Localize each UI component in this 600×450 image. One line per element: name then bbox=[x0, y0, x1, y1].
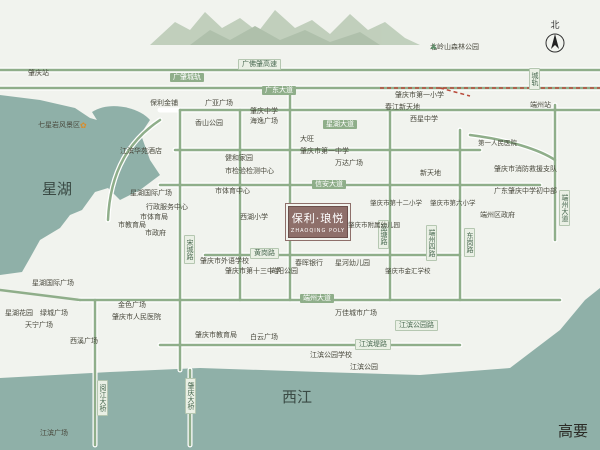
road-duanzhou-v: 端州大道 bbox=[559, 190, 570, 226]
river-label: 西江 bbox=[282, 388, 313, 406]
poi-jiangbin-yuan: 江滨公园 bbox=[350, 363, 378, 371]
road-jiangbin: 江滨堤路 bbox=[355, 339, 391, 350]
road-xijiang-bridge: 阅江大桥 bbox=[97, 380, 108, 416]
poi-shi-jiaoyu: 市教育局 bbox=[118, 221, 146, 229]
project-marker[interactable]: 保利·琅悦 ZHAOQING POLY bbox=[288, 206, 348, 238]
poi-middle-school: 肇庆中学 bbox=[250, 107, 278, 115]
poi-tax-center: 行政服务中心 bbox=[146, 203, 188, 211]
zhaoqing-station: 肇庆站 bbox=[28, 69, 49, 77]
poi-xintiandi: 新天地 bbox=[420, 169, 441, 177]
poi-dinghu-park: ♣ 北岭山森林公园 bbox=[430, 43, 479, 52]
duanzhou-station: 端州站 bbox=[530, 101, 551, 109]
poi-lvcheng: 绿城广场 bbox=[40, 309, 68, 317]
project-name: 保利·琅悦 bbox=[291, 212, 345, 225]
poi-school-middle-13: 肇庆市第十三中学 bbox=[225, 267, 281, 275]
gaoyao-label: 高要 bbox=[558, 422, 589, 440]
road-songcheng: 宋城路 bbox=[184, 235, 195, 264]
poi-first-middle: 肇庆市第一中学 bbox=[300, 147, 349, 155]
poi-jinse: 金色广场 bbox=[118, 301, 146, 309]
poi-fire: 肇庆市消防救援支队 bbox=[494, 165, 557, 173]
poi-duanzhou-district: 端州区政府 bbox=[480, 211, 515, 219]
road-jiangbin-park: 江滨公园路 bbox=[395, 320, 438, 331]
poi-chunjiang: 春江新天地 bbox=[385, 103, 420, 111]
mountains bbox=[150, 10, 420, 45]
poi-dahuang: 大旺 bbox=[300, 135, 314, 143]
poi-hospital1: 第一人民医院 bbox=[478, 139, 517, 147]
poi-xihu-school: 西湖小学 bbox=[240, 213, 268, 221]
river-xijiang bbox=[0, 288, 600, 450]
scenic-icon: ✿ bbox=[80, 121, 87, 130]
poi-qixing: 七星岩风景区 ✿ bbox=[38, 121, 87, 130]
road-guangzhao-rail: 广肇城轨 bbox=[170, 73, 204, 82]
north-compass: 北 bbox=[545, 18, 565, 57]
poi-wanda: 万达广场 bbox=[335, 159, 363, 167]
project-subtitle: ZHAOQING POLY bbox=[290, 228, 346, 234]
poi-zhixi: 市体育中心 bbox=[215, 187, 250, 195]
poi-guangdong-school: 广东肇庆中学初中部 bbox=[494, 187, 557, 195]
poi-xiangyang: 向阳公园 bbox=[270, 267, 298, 275]
poi-school-12: 肇庆市第十二小学 bbox=[370, 199, 422, 207]
poi-shi-renmin: 肇庆市人民医院 bbox=[112, 313, 161, 321]
road-lanxiu: 蓝塘路 bbox=[378, 220, 389, 249]
road-xinghu-ave: 星湖大道 bbox=[323, 120, 357, 129]
poi-fushu: 肇庆市附属幼儿园 bbox=[348, 221, 400, 229]
road-duanzhou-4: 端州四路 bbox=[426, 225, 437, 261]
poi-xinghu-sq: 星湖国际广场 bbox=[130, 189, 172, 197]
road-duanzhou-ave: 端州大道 bbox=[300, 294, 334, 303]
poi-shi-sport: 市体育局 bbox=[140, 213, 168, 221]
road-dongxing: 东岗路 bbox=[464, 228, 475, 257]
poi-xixi: 西溪广场 bbox=[70, 337, 98, 345]
poi-gaoxin: 肇庆市外语学校 bbox=[200, 257, 249, 265]
poi-jianhe: 健和家园 bbox=[225, 154, 253, 162]
poi-school-1: 肇庆市第一小学 bbox=[395, 91, 444, 99]
poi-xinghu-garden: 星湖花园 bbox=[5, 309, 33, 317]
poi-xixing: 西星中学 bbox=[410, 115, 438, 123]
poi-shi-jianyan: 市检验检测中心 bbox=[225, 167, 274, 175]
poi-school-6: 肇庆市第六小学 bbox=[430, 199, 476, 207]
lake-label: 星湖 bbox=[42, 180, 73, 198]
poi-shi-zhengfu: 市政府 bbox=[145, 229, 166, 237]
poi-jinhui: 肇庆市金汇学校 bbox=[385, 267, 431, 275]
road-xinan-ave: 信安大道 bbox=[312, 180, 346, 189]
poi-hanzhong: 海逸广场 bbox=[250, 117, 278, 125]
poi-xinghe: 星河幼儿园 bbox=[335, 259, 370, 267]
poi-baiyun: 白云广场 bbox=[250, 333, 278, 341]
poi-jiangbin-hotel: 江滨华苑酒店 bbox=[120, 147, 162, 155]
road-guangfo-rail-v: 城轨 bbox=[529, 68, 540, 90]
north-label: 北 bbox=[550, 21, 560, 31]
poi-gongyuan: 香山公园 bbox=[195, 119, 223, 127]
poi-xinghu-plaza: 星湖国际广场 bbox=[32, 279, 74, 287]
road-guangfo-expwy: 广佛肇高速 bbox=[238, 59, 281, 70]
poi-baoli-square: 保利金铺 bbox=[150, 99, 178, 107]
poi-wanjia: 万佳城市广场 bbox=[335, 309, 377, 317]
road-huanglong: 黄岗路 bbox=[250, 248, 279, 259]
poi-guangya: 广亚广场 bbox=[205, 99, 233, 107]
poi-jiaoyu-ju: 肇庆市教育局 bbox=[195, 331, 237, 339]
road-guangdong-ave: 广东大道 bbox=[262, 86, 296, 95]
poi-chunjiang-bank: 春晖银行 bbox=[295, 259, 323, 267]
road-zhaoqing-bridge: 肇庆大桥 bbox=[185, 378, 196, 414]
compass-arrow-icon bbox=[545, 33, 565, 53]
poi-tianning: 天宁广场 bbox=[25, 321, 53, 329]
park-icon: ♣ bbox=[430, 43, 438, 52]
poi-jingbin-sq: 江滨广场 bbox=[40, 429, 68, 437]
poi-jiangbin-sch: 江滨公园学校 bbox=[310, 351, 352, 359]
